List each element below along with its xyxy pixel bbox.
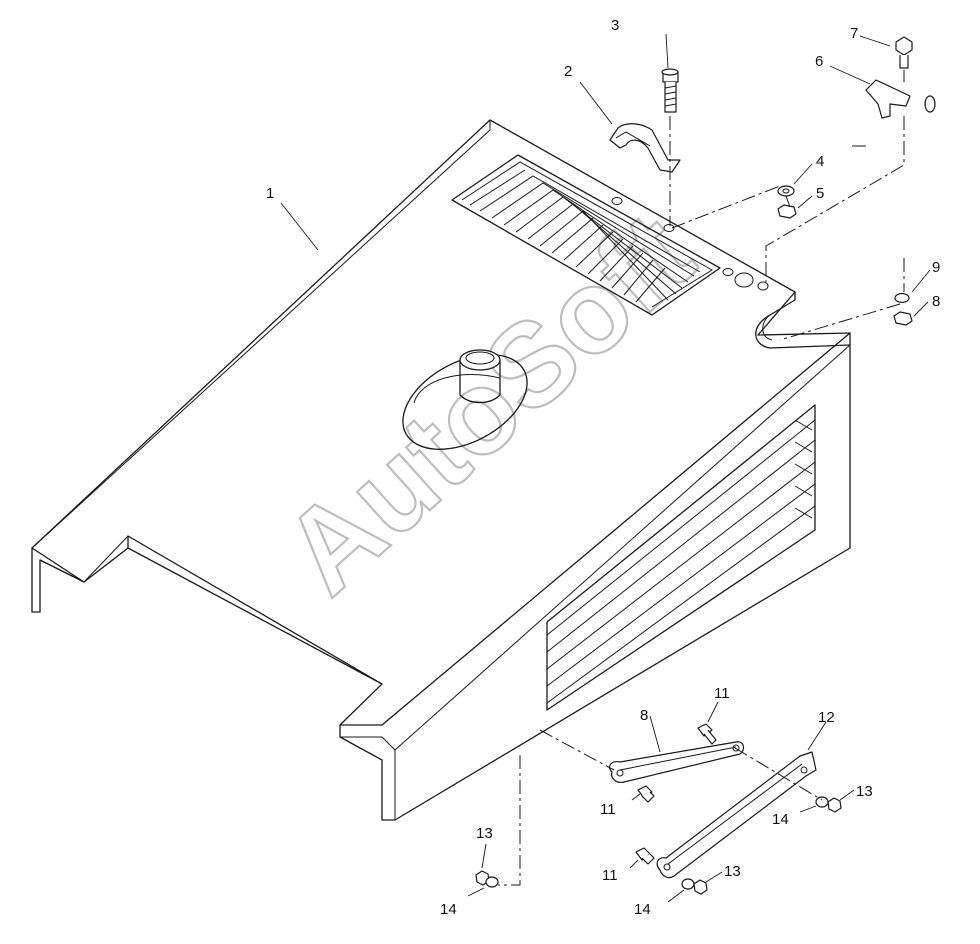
- screw-part-11-b: [637, 785, 655, 803]
- callout-9: 9: [932, 259, 940, 276]
- hood-holes: [611, 197, 769, 291]
- washer-nut-set-left: [475, 870, 499, 888]
- screw-part-11-c: [635, 847, 655, 865]
- handle-part-2: [609, 123, 681, 173]
- callout-7: 7: [850, 25, 858, 42]
- callout-12: 12: [818, 709, 835, 726]
- filler-neck: [402, 349, 528, 450]
- screw-part-11-a: [697, 723, 717, 745]
- bracket-part-6: [865, 79, 936, 119]
- washer-nut-set-bottom: [681, 878, 708, 895]
- callout-11-mid: 11: [600, 801, 616, 818]
- callout-13-left: 13: [476, 825, 493, 842]
- callout-6: 6: [815, 53, 823, 70]
- callout-13-bottom: 13: [724, 863, 741, 880]
- leader-lines: [280, 33, 931, 903]
- washer-nut-set-right: [815, 796, 842, 813]
- callout-11-bottom: 11: [602, 867, 618, 884]
- callout-13-right: 13: [856, 783, 873, 800]
- callout-14-right: 14: [772, 811, 789, 828]
- hood-left-skirt: [31, 547, 85, 613]
- callout-2: 2: [564, 63, 572, 80]
- prop-rod-part-12: [656, 751, 817, 879]
- callout-8-front: 8: [640, 707, 648, 724]
- callout-11-top: 11: [714, 685, 730, 702]
- side-louvers: [546, 404, 816, 711]
- bolt-part-7: [895, 36, 913, 69]
- watermark-text: AutoSoft: [259, 188, 717, 619]
- bolt-part-3: [661, 68, 679, 113]
- assembly-lines: [498, 70, 905, 886]
- nut-part-5: [777, 204, 797, 219]
- washer-part-9: [894, 292, 910, 304]
- hood-part-1: [31, 119, 851, 821]
- callout-4: 4: [816, 153, 824, 170]
- washer-part-4: [777, 185, 795, 197]
- callout-5: 5: [816, 185, 824, 202]
- hood-top-outline: [31, 119, 851, 726]
- callout-1: 1: [266, 185, 274, 202]
- top-vent-grille: [451, 154, 721, 316]
- callouts: 1 2 3 7 6 4 5 9 8 11 8 12 11 13 14 13 11…: [266, 17, 940, 918]
- callout-14-left: 14: [440, 901, 457, 918]
- nut-part-8-rear: [893, 311, 913, 326]
- callout-14-bottom: 14: [634, 901, 651, 918]
- callout-3: 3: [611, 17, 619, 34]
- link-arm-part-8: [608, 741, 745, 783]
- callout-8-rear: 8: [932, 293, 940, 310]
